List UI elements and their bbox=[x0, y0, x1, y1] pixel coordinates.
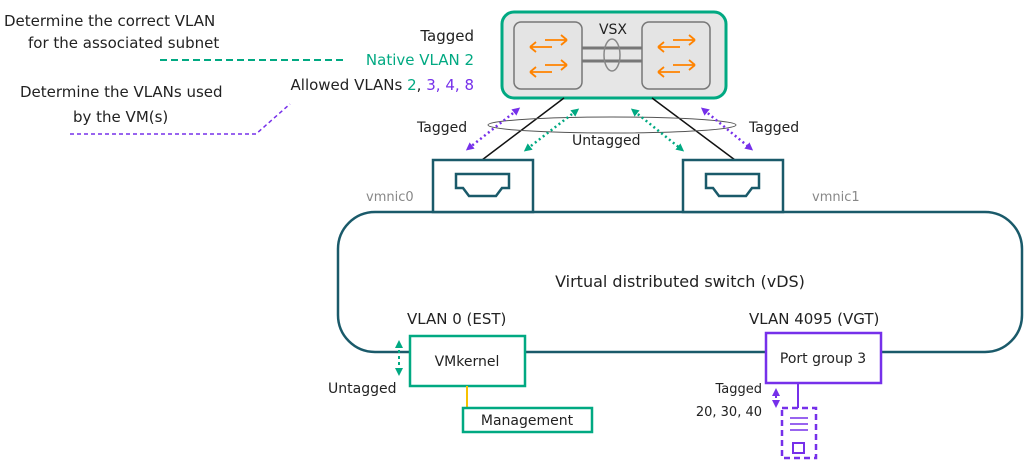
pg3-name: Port group 3 bbox=[780, 351, 866, 367]
lag-ring-icon bbox=[603, 38, 621, 72]
uplink-tagged-label: Tagged bbox=[419, 27, 474, 45]
allowed-vlans-label: Allowed VLANs 2, 3, 4, 8 bbox=[291, 76, 474, 94]
vsx-switch-pair[interactable]: VSX bbox=[500, 10, 728, 100]
vmkernel-name: VMkernel bbox=[435, 354, 500, 370]
vmkernel-port-group[interactable] bbox=[408, 334, 527, 388]
vds-switch[interactable] bbox=[336, 210, 1024, 354]
vsx-label: VSX bbox=[599, 22, 627, 38]
switch-arrows-icon bbox=[657, 34, 696, 78]
untagged-label: Untagged bbox=[572, 133, 640, 149]
vmnic0-label: vmnic0 bbox=[366, 190, 414, 205]
nic-vmnic0[interactable] bbox=[431, 158, 535, 214]
ethernet-port-icon bbox=[454, 172, 511, 198]
vmkernel-vlan-label: VLAN 0 (EST) bbox=[407, 310, 506, 328]
allowed-vlans-prefix: Allowed VLANs bbox=[291, 76, 403, 94]
allowed-vlan-3: 3 bbox=[426, 76, 436, 94]
tagged-arrow-left bbox=[465, 107, 521, 151]
allowed-sep: , bbox=[417, 76, 422, 94]
allowed-sep: , bbox=[436, 76, 441, 94]
vm-note-line2: by the VM(s) bbox=[73, 108, 168, 126]
vmkernel-mode-label: Untagged bbox=[328, 381, 396, 397]
vm-note-line1: Determine the VLANs used bbox=[20, 83, 223, 101]
switch-right[interactable] bbox=[641, 21, 711, 90]
management-label: Management bbox=[481, 413, 574, 429]
vm-note-connector bbox=[70, 103, 291, 135]
port-group-3[interactable] bbox=[764, 331, 883, 385]
vmnic1-label: vmnic1 bbox=[812, 190, 860, 205]
allowed-sep: , bbox=[455, 76, 460, 94]
pg3-vlan-label: VLAN 4095 (VGT) bbox=[749, 310, 879, 328]
server-vm-icon[interactable] bbox=[780, 406, 818, 460]
native-note-line1: Determine the correct VLAN bbox=[4, 12, 215, 30]
native-vlan-label: Native VLAN 2 bbox=[366, 51, 474, 69]
switch-arrows-icon bbox=[529, 34, 568, 78]
switch-left[interactable] bbox=[513, 21, 583, 90]
untagged-arrow-left bbox=[523, 108, 580, 152]
vds-title: Virtual distributed switch (vDS) bbox=[555, 272, 805, 291]
management-service[interactable] bbox=[461, 406, 594, 434]
allowed-vlan-2: 2 bbox=[407, 76, 417, 94]
right-tagged-label: Tagged bbox=[748, 120, 799, 136]
native-note-line2: for the associated subnet bbox=[28, 34, 219, 52]
uplink-lag-ring bbox=[487, 116, 737, 134]
pg3-mode-label: Tagged bbox=[714, 382, 762, 397]
ethernet-port-icon bbox=[704, 172, 761, 198]
allowed-vlan-4: 4 bbox=[445, 76, 455, 94]
allowed-vlan-8: 8 bbox=[464, 76, 474, 94]
untagged-arrow-right bbox=[630, 108, 685, 152]
pg3-vlans-label: 20, 30, 40 bbox=[696, 405, 762, 420]
left-tagged-label: Tagged bbox=[416, 120, 467, 136]
nic-vmnic1[interactable] bbox=[681, 158, 785, 214]
